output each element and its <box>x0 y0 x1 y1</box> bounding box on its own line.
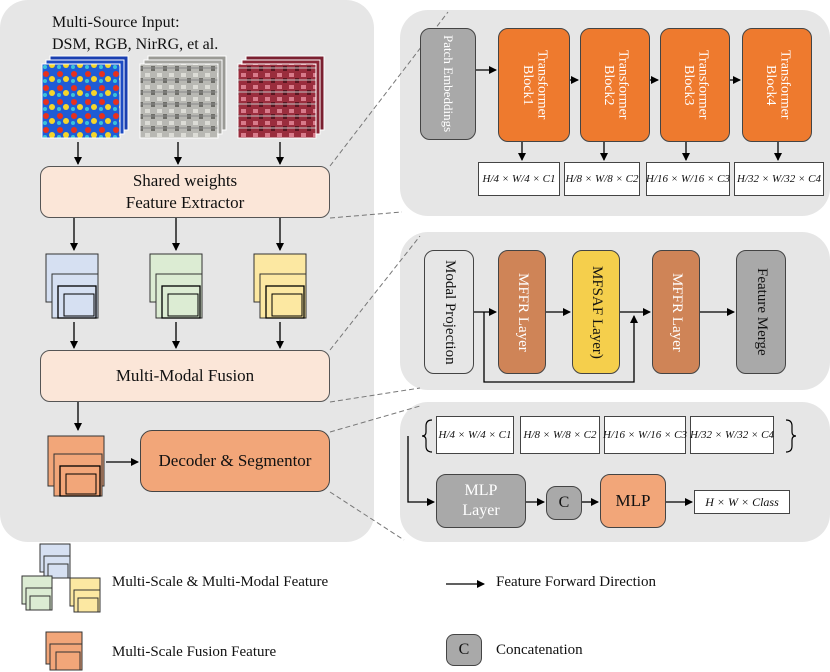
mfsaf-label: MFSAF Layer) <box>588 265 605 359</box>
backbone-dim-2: H/8 × W/8 × C2 <box>564 162 640 196</box>
concat-label: C <box>558 494 570 511</box>
feature-extractor-box: Shared weights Feature Extractor <box>40 166 330 218</box>
patch-label: Patch Embeddings <box>440 35 456 133</box>
dsm-image-stack <box>41 55 129 139</box>
block-label-1: Transformer Block1 <box>520 50 550 120</box>
mfsaf-layer: MFSAF Layer) <box>572 250 620 374</box>
block-label-3: Transformer Block3 <box>681 50 711 120</box>
transformer-block-4: Transformer Block4 <box>742 28 812 142</box>
transformer-block-1: Transformer Block1 <box>498 28 570 142</box>
mlp-layer-box: MLP Layer <box>436 474 526 528</box>
fusion-label: Multi-Modal Fusion <box>115 366 255 385</box>
mffr-label-2: MFFR Layer <box>668 272 685 352</box>
mffr-layer-1: MFFR Layer <box>498 250 546 374</box>
input-title-line2: DSM, RGB, NirRG, et al. <box>52 36 219 53</box>
mffr-layer-2: MFFR Layer <box>652 250 700 374</box>
decoder-dim-1: H/4 × W/4 × C1 <box>436 416 514 454</box>
transformer-block-2: Transformer Block2 <box>580 28 650 142</box>
concat-box: C <box>546 486 582 520</box>
output-dim: H × W × Class <box>694 490 790 514</box>
backbone-dim-1: H/4 × W/4 × C1 <box>478 162 560 196</box>
feature-stack-green <box>149 253 203 319</box>
feature-stack-blue <box>45 253 99 319</box>
extractor-line1: Shared weights <box>132 171 238 190</box>
legend-fusion-icon <box>45 631 83 671</box>
rgb-image-stack <box>139 55 227 139</box>
decoder-dim-4: H/32 × W/32 × C4 <box>690 416 774 454</box>
decoder-segmentor-box: Decoder & Segmentor <box>140 430 330 492</box>
feature-stack-yellow <box>253 253 307 319</box>
block-label-2: Transformer Block2 <box>601 50 631 120</box>
decoder-dim-2: H/8 × W/8 × C2 <box>520 416 600 454</box>
feature-merge-box: Feature Merge <box>736 250 786 374</box>
legend-concat-icon: C <box>446 634 482 666</box>
backbone-dim-4: H/32 × W/32 × C4 <box>734 162 824 196</box>
modal-label: Modal Projection <box>441 259 458 365</box>
legend-multi-modal-label: Multi-Scale & Multi-Modal Feature <box>112 574 329 590</box>
transformer-block-3: Transformer Block3 <box>660 28 730 142</box>
legend-concat-symbol: C <box>458 641 470 658</box>
modal-projection-box: Modal Projection <box>424 250 474 374</box>
fused-feature-stack <box>47 435 105 497</box>
multi-modal-fusion-box: Multi-Modal Fusion <box>40 350 330 402</box>
backbone-dim-3: H/16 × W/16 × C3 <box>646 162 730 196</box>
decoder-dim-3: H/16 × W/16 × C3 <box>603 416 687 454</box>
legend-multi-modal-icon <box>21 543 101 613</box>
mlp-label: MLP <box>615 491 651 510</box>
input-title: Multi-Source Input: DSM, RGB, NirRG, et … <box>52 12 218 56</box>
legend-forward-label: Feature Forward Direction <box>496 574 656 590</box>
extractor-line2: Feature Extractor <box>125 193 245 212</box>
input-title-line1: Multi-Source Input: <box>52 14 180 31</box>
legend-fusion-label: Multi-Scale Fusion Feature <box>112 644 277 660</box>
mlp-box: MLP <box>600 474 666 528</box>
mffr-label-1: MFFR Layer <box>514 272 531 352</box>
nirrg-image-stack <box>237 55 325 139</box>
block-label-4: Transformer Block4 <box>763 50 793 120</box>
legend-concat-label: Concatenation <box>496 642 583 658</box>
mlp-layer-label: MLP Layer <box>462 482 500 519</box>
patch-embeddings-box: Patch Embeddings <box>420 28 476 140</box>
decoder-label: Decoder & Segmentor <box>158 451 312 470</box>
merge-label: Feature Merge <box>753 268 770 356</box>
